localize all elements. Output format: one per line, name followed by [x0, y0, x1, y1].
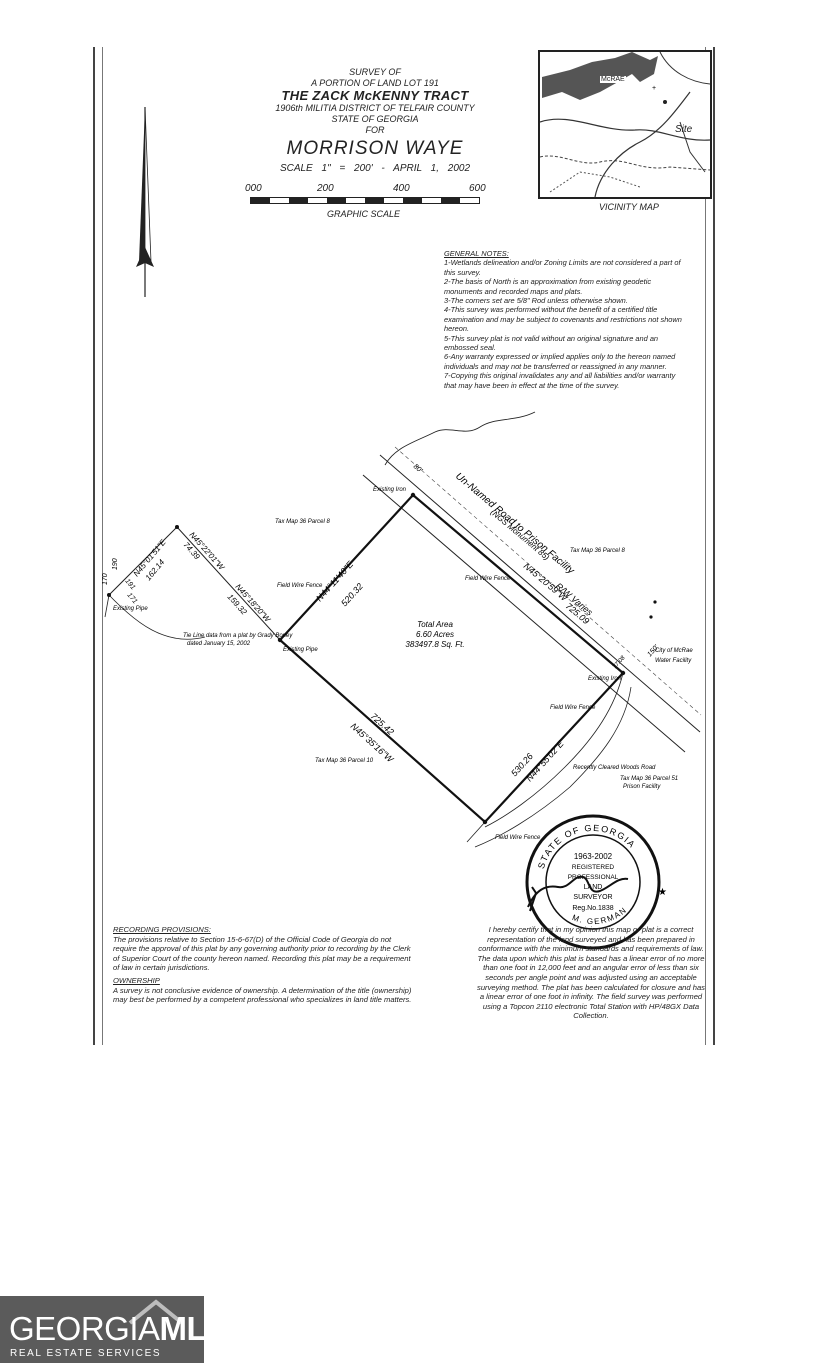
logo-georgia: GEORGIA	[9, 1310, 160, 1347]
general-note: 1-Wetlands delineation and/or Zoning Lim…	[444, 258, 681, 277]
sw-distance: 725.42	[369, 711, 396, 737]
land-lot-line: A PORTION OF LAND LOT 191	[311, 78, 439, 88]
state-line: STATE OF GEORGIA	[331, 114, 419, 124]
tie-small-label: 170	[102, 573, 109, 585]
for-line: FOR	[365, 125, 385, 135]
general-note: 7-Copying this original invalidates any …	[444, 371, 676, 390]
vicinity-site: Site	[675, 124, 693, 135]
tie-small-label: 190	[112, 558, 119, 570]
roof-icon	[128, 1299, 184, 1325]
road-width-top: 80'	[412, 463, 424, 475]
georgia-mls-logo: GEORGIAMLS REAL ESTATE SERVICES	[0, 1296, 228, 1363]
tie-small-label: 171	[125, 592, 138, 606]
survey-sheet: SURVEY OF A PORTION OF LAND LOT 191 THE …	[93, 47, 715, 1045]
fence-label: Field Wire Fence	[277, 583, 323, 589]
logo-mls: MLS	[159, 1310, 229, 1347]
surveyor-seal: STATE OF GEORGIA M. GERMAN 1963-2002 REG…	[518, 807, 668, 962]
general-notes: GENERAL NOTES: 1-Wetlands delineation an…	[444, 249, 684, 390]
general-note: 4-This survey was performed without the …	[444, 305, 682, 334]
fence-label: Field Wire Fence	[550, 705, 596, 711]
existing-pipe-label: Existing Pipe	[283, 647, 318, 653]
ne-distance: 520.32	[339, 581, 365, 608]
plat-drawing: Un-Named Road to Prison Facility R/W Var…	[102, 411, 702, 848]
parcel-label: Tax Map 36 Parcel 8	[275, 519, 330, 525]
logo-wordmark: GEORGIAMLS	[9, 1310, 228, 1348]
general-notes-heading: GENERAL NOTES:	[444, 249, 509, 258]
cleared-road-label: Recently Cleared Woods Road	[573, 765, 656, 771]
vicinity-plus: +	[652, 85, 656, 92]
seal-reg-no: Reg.No.1838	[572, 905, 613, 912]
surveyor-certification: I hereby certify that in my opinion this…	[477, 925, 705, 1021]
general-note: 3-The corners set are 5/8" Rod unless ot…	[444, 296, 628, 306]
seal-professional: PROFESSIONAL	[568, 874, 619, 881]
survey-of-line: SURVEY OF	[349, 67, 401, 77]
ownership-heading: OWNERSHIP	[113, 975, 160, 985]
north-arrow-icon	[133, 106, 163, 307]
district-line: 1906th MILITIA DISTRICT OF TELFAIR COUNT…	[275, 103, 475, 113]
road-monument: (NGS Monument 85)	[489, 508, 552, 563]
recording-heading: RECORDING PROVISIONS:	[113, 925, 211, 934]
water-facility-label: Water Facility	[655, 658, 692, 664]
existing-iron-label: Existing Iron	[373, 487, 407, 493]
tie-small-label: 191	[123, 578, 136, 592]
scale-tick: 600	[469, 183, 486, 194]
scale-dash: -	[381, 163, 385, 174]
fence-label: Field Wire Fence	[465, 576, 511, 582]
seal-surveyor: SURVEYOR	[573, 894, 612, 901]
graphic-scale-label: GRAPHIC SCALE	[327, 209, 401, 219]
general-note: 6-Any warranty expressed or implied appl…	[444, 352, 676, 371]
parcel-label: Tax Map 36 Parcel 8	[570, 548, 625, 554]
ownership-text: A survey is not conclusive evidence of o…	[113, 985, 412, 1005]
parcel-label: Tax Map 36 Parcel 51	[620, 776, 678, 782]
survey-date: APRIL 1, 2002	[393, 163, 471, 174]
tie-note: dated January 15, 2002	[187, 641, 251, 647]
general-note: 2-The basis of North is an approximation…	[444, 277, 652, 296]
existing-pipe-label: Existing Pipe	[113, 606, 148, 612]
city-label: City of McRae	[655, 648, 693, 654]
prison-label: Prison Facility	[623, 784, 661, 790]
total-sqft: 383497.8 Sq. Ft.	[405, 640, 464, 649]
road-segment: 77.08	[612, 655, 627, 671]
scale-line: SCALE 1" = 200' - APRIL 1, 2002	[245, 163, 505, 174]
parcel-label: Tax Map 36 Parcel 10	[315, 758, 374, 764]
vicinity-map-label: VICINITY MAP	[599, 202, 659, 212]
recording-provisions: RECORDING PROVISIONS: The provisions rel…	[113, 925, 413, 1005]
seal-registered: REGISTERED	[572, 864, 615, 871]
scale-text: SCALE 1" = 200'	[279, 163, 373, 174]
total-area-label: Total Area	[417, 620, 453, 629]
scale-tick: 200	[317, 183, 334, 194]
scale-tick: 000	[245, 183, 262, 194]
general-note: 5-This survey plat is not valid without …	[444, 333, 659, 353]
tie-note: Tie Line data from a plat by Grady Boney	[183, 633, 293, 639]
title-block: SURVEY OF A PORTION OF LAND LOT 191 THE …	[245, 67, 505, 174]
vicinity-town: McRAE	[600, 76, 626, 83]
tract-name: THE ZACK McKENNY TRACT	[281, 88, 469, 103]
seal-land: LAND	[584, 884, 603, 891]
logo-tagline: REAL ESTATE SERVICES	[10, 1348, 162, 1359]
vicinity-map: + McRAE Site	[538, 50, 712, 199]
signature	[527, 875, 629, 908]
scale-tick: 400	[393, 183, 410, 194]
recording-text: The provisions relative to Section 15-6-…	[113, 934, 411, 973]
total-acres: 6.60 Acres	[416, 630, 454, 639]
graphic-scale-bar	[250, 197, 480, 204]
fence-label: Field Wire Fence	[495, 835, 541, 841]
client-name: MORRISON WAYE	[286, 138, 464, 159]
seal-star-icon: ★	[658, 887, 667, 898]
existing-iron-label: Existing Iron	[588, 676, 622, 682]
seal-years: 1963-2002	[574, 852, 613, 861]
